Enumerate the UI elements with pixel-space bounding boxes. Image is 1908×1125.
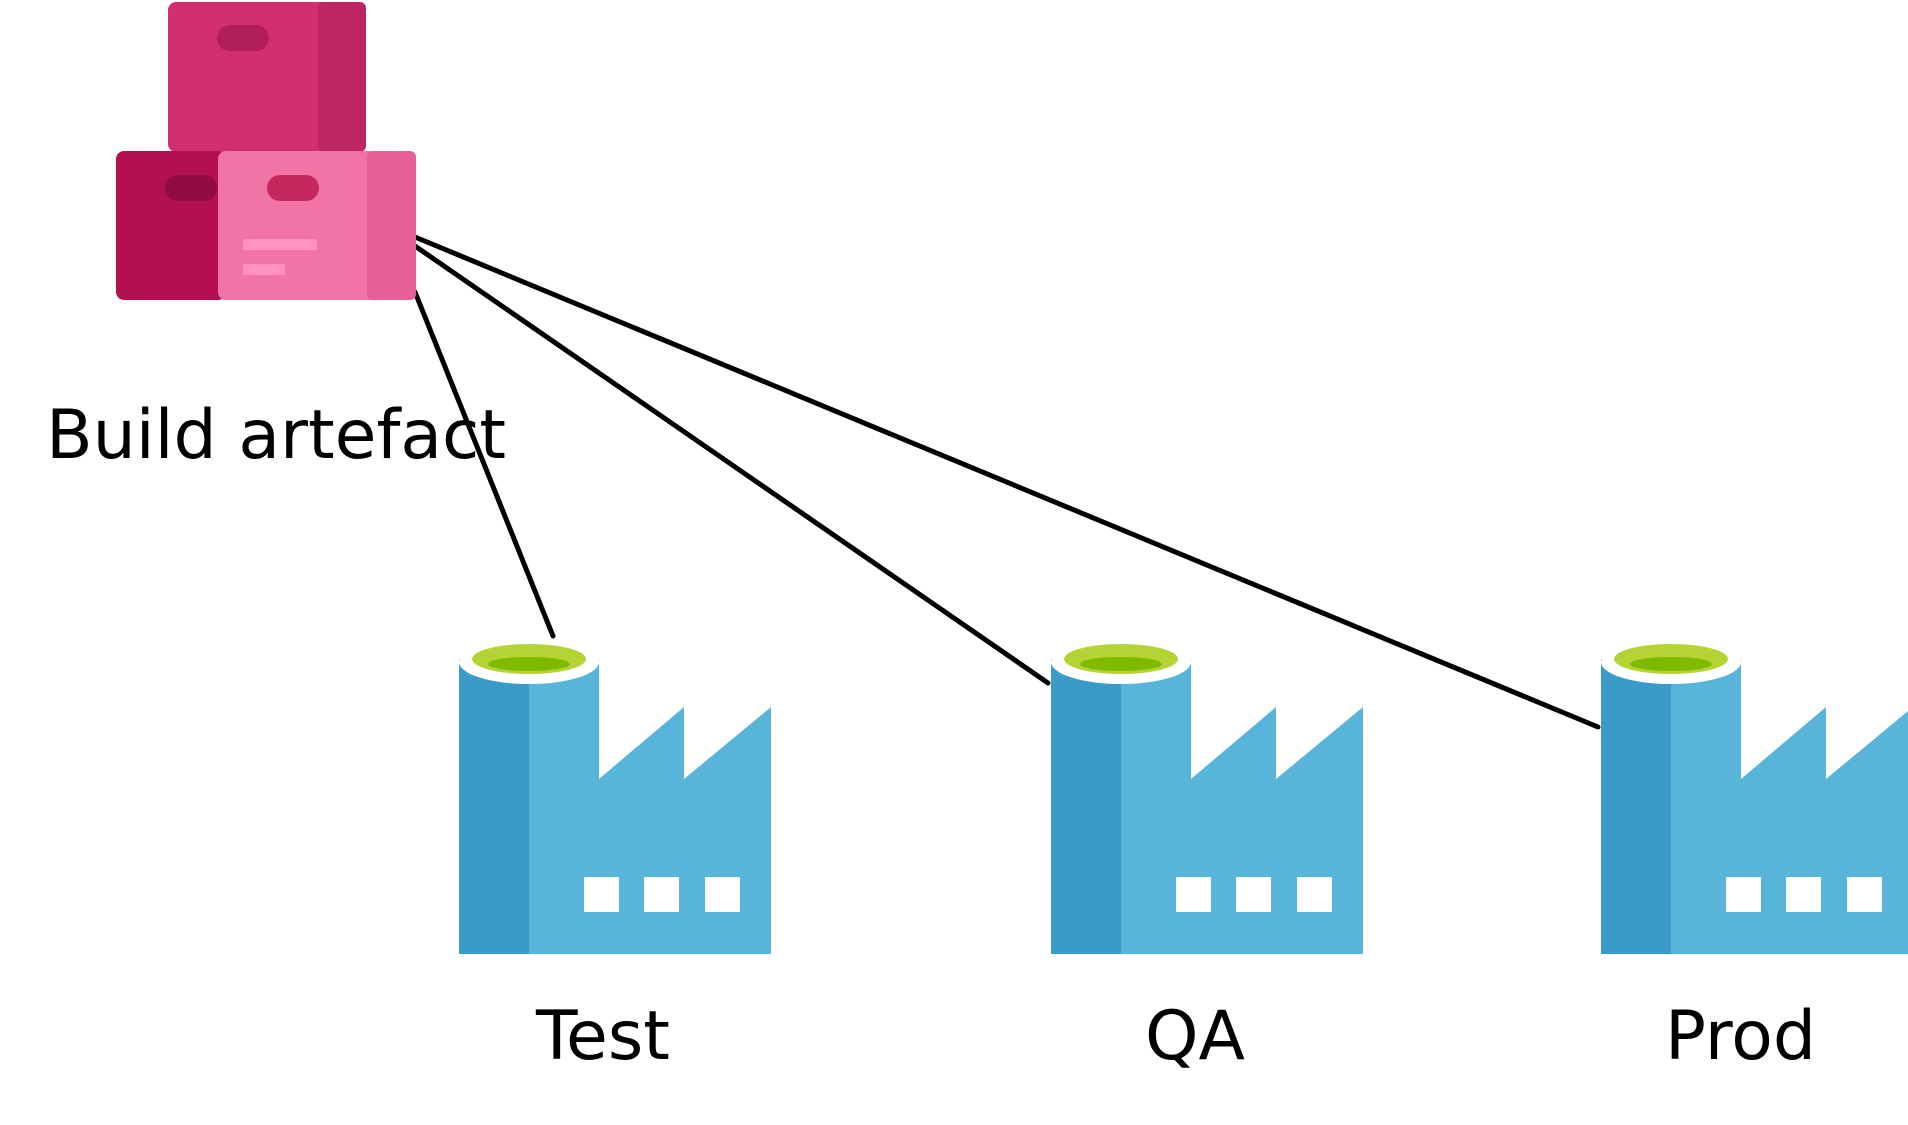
environment-label-qa: QA <box>1145 997 1246 1076</box>
connector-artifact-to-test <box>412 289 556 639</box>
factory-prod <box>1601 640 1908 954</box>
connector-artifact-to-qa <box>412 243 1051 686</box>
factory-test <box>459 640 771 954</box>
data-factory-icon <box>459 640 771 954</box>
connectors <box>412 234 1601 730</box>
front-light-box-line-1 <box>243 239 317 250</box>
connector-artifact-to-prod <box>412 234 1601 730</box>
factory-qa <box>1051 640 1363 954</box>
environment-label-prod: Prod <box>1665 997 1817 1076</box>
front-light-box-handle <box>267 175 319 201</box>
data-factory-icon <box>1601 640 1908 954</box>
stacked-boxes-icon <box>116 2 416 300</box>
artifact-label: Build artefact <box>46 396 507 475</box>
front-dark-box-handle <box>165 175 217 201</box>
front-light-box-side <box>367 151 416 300</box>
front-light-box-line-2 <box>243 264 285 275</box>
environment-label-test: Test <box>536 997 670 1076</box>
data-factory-icon <box>1051 640 1363 954</box>
front-dark-box <box>116 151 226 300</box>
top-box-side <box>318 2 366 152</box>
top-box-handle <box>217 25 269 51</box>
